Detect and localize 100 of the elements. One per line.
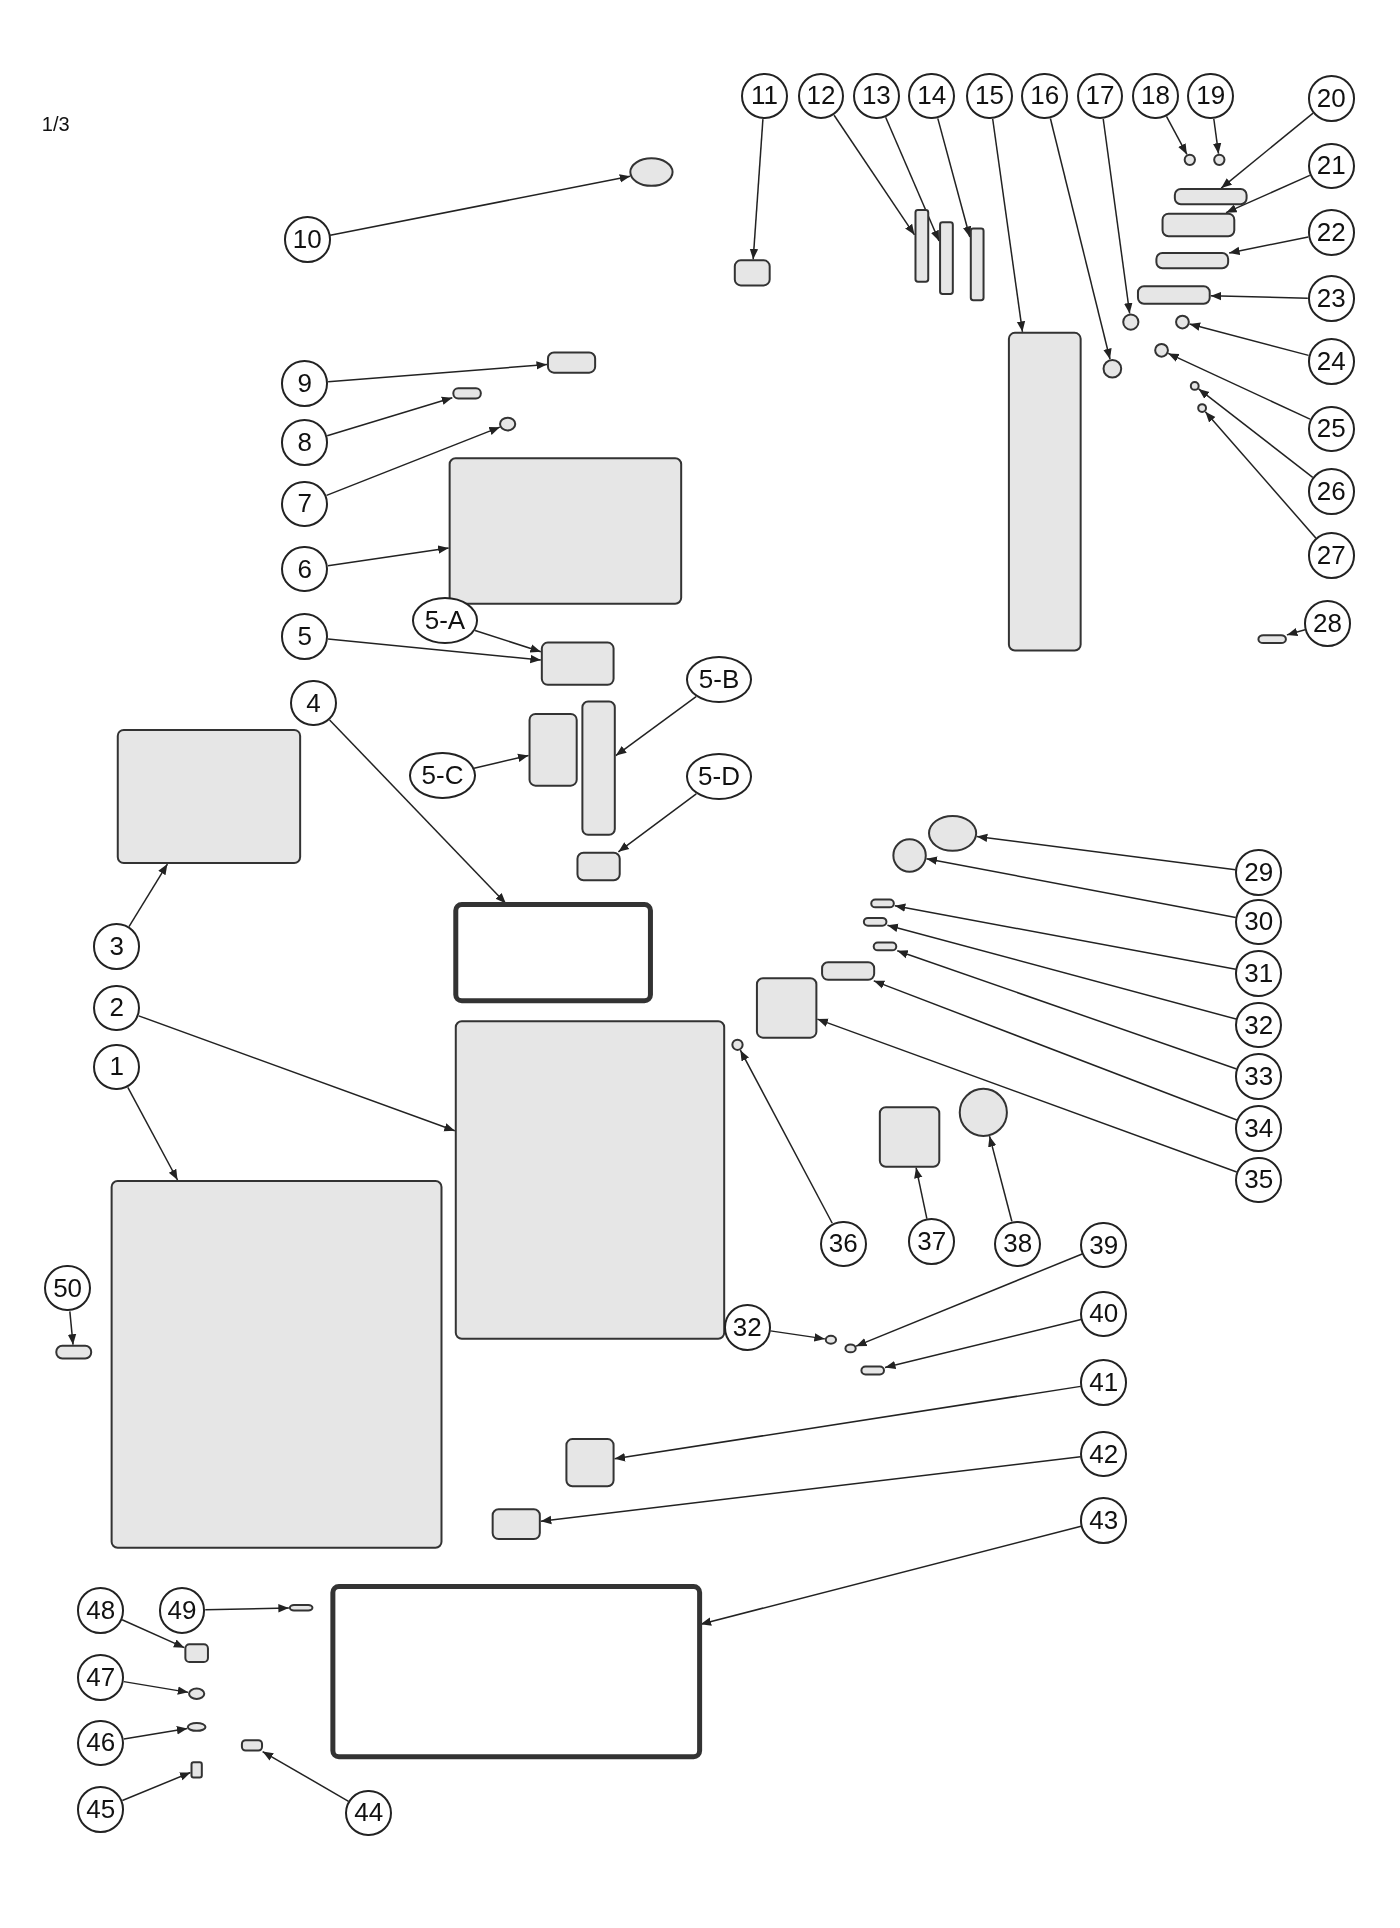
round-part-drawing: [958, 1087, 1008, 1137]
callout-number: 29: [1235, 849, 1282, 897]
callout-number: 36: [819, 1220, 867, 1268]
leader-line: [1286, 627, 1306, 636]
leader-line: [988, 1135, 1013, 1223]
callout-number: 25: [1307, 405, 1355, 453]
leader-line: [1102, 118, 1133, 315]
part-drawing: [860, 1365, 885, 1376]
frame-drawing: [330, 1584, 703, 1760]
leader-line: [937, 117, 972, 238]
part-drawing: [914, 208, 930, 283]
callout-number: 5-D: [685, 753, 753, 801]
callout-number: 45: [77, 1785, 125, 1833]
callout-number: 41: [1080, 1359, 1128, 1407]
leader-line: [816, 1018, 1238, 1173]
callout-number: 50: [44, 1264, 91, 1312]
callout-number: 23: [1307, 275, 1355, 323]
callout-number: 16: [1021, 72, 1069, 120]
leader-line: [473, 753, 530, 769]
round-part-drawing: [1122, 313, 1140, 331]
leader-line: [855, 1253, 1083, 1347]
part-drawing: [878, 1106, 941, 1168]
callout-number: 35: [1235, 1156, 1282, 1204]
callout-number: 32: [1235, 1001, 1282, 1049]
leader-line: [925, 856, 1237, 919]
leader-line: [67, 1310, 77, 1346]
callout-number: 5-A: [411, 597, 479, 645]
part-drawing: [862, 916, 888, 927]
leader-line: [615, 695, 697, 757]
callout-number: 5-C: [409, 752, 476, 799]
part-drawing: [870, 898, 895, 909]
part-drawing: [733, 259, 771, 287]
leader-line: [327, 545, 450, 567]
callout-number: 33: [1235, 1053, 1282, 1101]
callout-number: 34: [1235, 1105, 1282, 1152]
callout-number: 8: [281, 419, 329, 466]
callout-number: 43: [1080, 1497, 1128, 1544]
leader-line: [1228, 236, 1310, 256]
leader-line: [1209, 291, 1309, 301]
part-drawing: [452, 387, 482, 400]
callout-number: 13: [853, 72, 900, 120]
leader-line: [327, 361, 548, 383]
callout-number: 49: [158, 1586, 206, 1634]
frame-drawing: [453, 901, 653, 1004]
round-part-drawing: [1154, 342, 1169, 358]
leader-line: [914, 1166, 928, 1220]
leader-line: [1049, 117, 1112, 360]
round-part-drawing: [499, 416, 517, 432]
part-drawing: [1155, 252, 1230, 270]
part-drawing: [821, 961, 876, 981]
leader-line: [540, 1456, 1082, 1525]
part-drawing: [184, 1643, 209, 1664]
leader-line: [325, 426, 501, 497]
leader-line: [1188, 322, 1310, 357]
callout-number: 21: [1307, 142, 1355, 190]
callout-number: 1: [93, 1043, 141, 1091]
leader-line: [137, 1015, 456, 1132]
callout-number: 26: [1307, 468, 1355, 515]
leader-line: [739, 1049, 833, 1224]
leader-line: [204, 1604, 290, 1613]
callout-number: 24: [1307, 338, 1355, 385]
callout-number: 46: [77, 1719, 125, 1767]
callout-number: 11: [741, 72, 788, 120]
part-drawing: [190, 1761, 203, 1779]
callout-number: 39: [1080, 1221, 1128, 1269]
round-part-drawing: [629, 157, 674, 187]
part-drawing: [528, 712, 578, 787]
leader-line: [327, 638, 542, 664]
part-drawing: [240, 1739, 264, 1752]
leader-line: [873, 980, 1238, 1121]
callout-number: 19: [1187, 72, 1235, 120]
part-drawing: [1161, 212, 1236, 238]
part-drawing: [755, 977, 818, 1039]
part-drawing: [110, 1180, 443, 1549]
part-drawing: [565, 1438, 615, 1488]
callout-number: 30: [1235, 898, 1282, 946]
leader-line: [1165, 115, 1188, 156]
callout-number: 28: [1304, 599, 1351, 647]
callout-number: 27: [1307, 532, 1355, 579]
callout-number: 14: [908, 72, 956, 120]
callout-number: 38: [994, 1220, 1042, 1268]
callout-number: 9: [281, 360, 329, 407]
round-part-drawing: [731, 1038, 744, 1051]
leader-line: [617, 793, 697, 853]
callout-number: 5-B: [685, 656, 753, 704]
leader-line: [261, 1750, 350, 1803]
leader-line: [894, 903, 1237, 970]
part-drawing: [540, 641, 615, 686]
callout-number: 20: [1307, 74, 1355, 122]
leader-line: [326, 396, 454, 437]
part-drawing: [1007, 331, 1082, 652]
callout-number: 7: [281, 480, 329, 528]
round-part-drawing: [1197, 403, 1208, 413]
leader-line: [1225, 174, 1311, 214]
callout-number: 10: [283, 216, 331, 264]
round-part-drawing: [1213, 153, 1226, 166]
leader-line: [328, 719, 507, 905]
leader-line: [123, 1680, 190, 1695]
callout-number: 40: [1080, 1290, 1128, 1338]
callout-number: 48: [77, 1586, 125, 1634]
